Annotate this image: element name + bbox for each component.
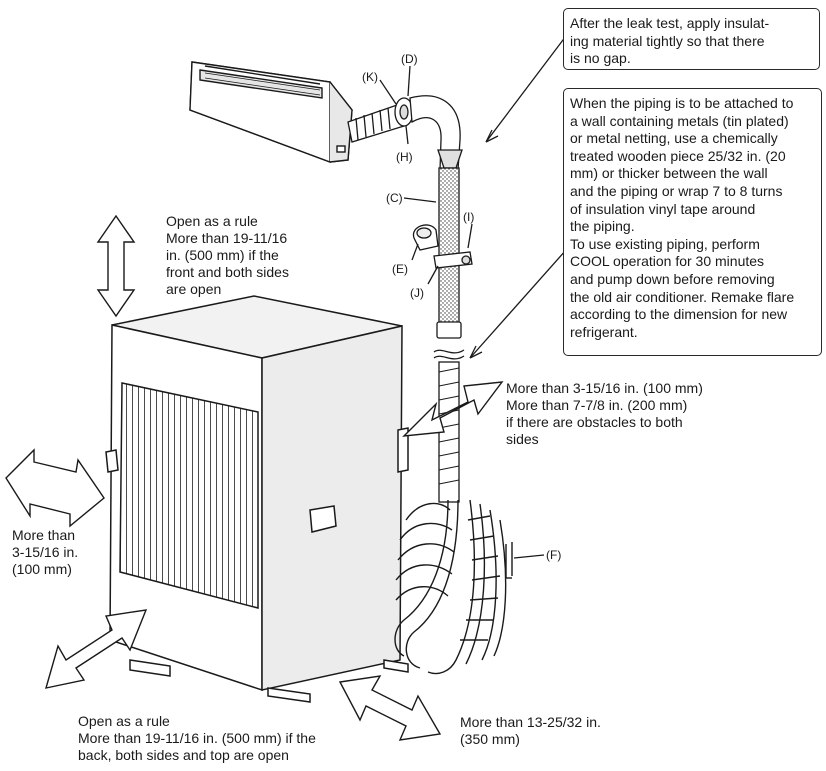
piping-wall-line-2: a wall containing metals (tin plated) xyxy=(570,112,789,129)
piping-wall-line-6: and the piping or wrap 7 to 8 turns xyxy=(570,182,783,199)
piping-wall-line-4: treated wooden piece 25/32 in. (20 xyxy=(570,147,786,164)
right-clearance-note: More than 3-15/16 in. (100 mm) More than… xyxy=(506,380,703,448)
front-clearance-arrow xyxy=(338,675,442,741)
right-clearance-line-4: sides xyxy=(506,431,539,447)
callout-k: (K) xyxy=(362,70,378,84)
leak-test-note: After the leak test, apply insulat- ing … xyxy=(563,8,820,70)
top-clearance-line-3: in. (500 mm) if the xyxy=(166,247,279,263)
top-clearance-note: Open as a rule More than 19-11/16 in. (5… xyxy=(166,213,289,298)
callout-i: (I) xyxy=(463,210,475,224)
top-clearance-line-2: More than 19-11/16 xyxy=(166,230,288,246)
front-clearance-line-2: (350 mm) xyxy=(460,731,520,747)
left-clearance-line-1: More than xyxy=(12,527,76,543)
left-clearance-line-3: (100 mm) xyxy=(12,561,72,577)
leak-test-line-3: is no gap. xyxy=(570,50,631,67)
callout-e: (E) xyxy=(392,262,408,276)
piping-wall-line-8: the piping. xyxy=(570,218,635,235)
pipe-saddle xyxy=(412,224,473,269)
front-clearance-line-1: More than 13-25/32 in. xyxy=(460,714,601,730)
leader-lines xyxy=(379,35,567,559)
clearance-arrows xyxy=(5,214,504,741)
back-clearance-note: Open as a rule More than 19-11/16 in. (5… xyxy=(78,713,316,764)
right-clearance-line-3: if there are obstacles to both xyxy=(506,414,683,430)
right-clearance-arrow xyxy=(402,381,504,437)
left-clearance-note: More than 3-15/16 in. (100 mm) xyxy=(12,527,78,578)
piping-wall-line-13: according to the dimension for new xyxy=(570,306,788,323)
callout-c: (C) xyxy=(386,191,403,205)
leak-test-line-1: After the leak test, apply insulat- xyxy=(570,15,770,31)
callout-f: (F) xyxy=(546,548,562,562)
piping-wall-line-5: mm) or thicker between the wall xyxy=(570,165,768,182)
callout-d: (D) xyxy=(401,52,418,66)
coiled-pipes xyxy=(394,499,513,675)
front-clearance-note: More than 13-25/32 in. (350 mm) xyxy=(460,714,601,748)
top-clearance-line-4: front and both sides xyxy=(166,264,289,280)
piping-wall-line-3: or metal netting, use a chemically xyxy=(570,130,778,147)
outdoor-unit xyxy=(105,295,409,703)
top-clearance-line-5: are open xyxy=(166,281,222,297)
vertical-piping xyxy=(433,167,465,503)
right-clearance-line-2: More than 7-7/8 in. (200 mm) xyxy=(506,397,688,413)
piping-wall-line-7: of insulation vinyl tape around xyxy=(570,200,756,217)
wall-piping-connection xyxy=(347,95,463,171)
back-clearance-line-2: More than 19-11/16 in. (500 mm) if the xyxy=(78,730,316,746)
callout-h: (H) xyxy=(396,150,413,164)
indoor-unit xyxy=(189,61,353,164)
piping-wall-line-14: refrigerant. xyxy=(570,323,638,340)
left-clearance-arrow xyxy=(5,448,105,528)
piping-wall-line-11: and pump down before removing xyxy=(570,270,775,287)
piping-wall-line-9: To use existing piping, perform xyxy=(570,235,760,252)
callout-j: (J) xyxy=(410,286,424,300)
piping-wall-line-10: COOL operation for 30 minutes xyxy=(570,253,765,270)
top-clearance-line-1: Open as a rule xyxy=(166,213,258,229)
back-clearance-line-1: Open as a rule xyxy=(78,713,170,729)
right-clearance-line-1: More than 3-15/16 in. (100 mm) xyxy=(506,380,703,396)
back-clearance-line-3: back, both sides and top are open xyxy=(78,747,289,763)
piping-wall-note: When the piping is to be attached to a w… xyxy=(563,88,822,356)
back-clearance-arrow xyxy=(45,609,148,689)
left-clearance-line-2: 3-15/16 in. xyxy=(12,544,79,560)
piping-wall-line-12: the old air conditioner. Remake flare xyxy=(570,288,795,305)
top-clearance-arrow xyxy=(96,214,136,318)
leak-test-line-2: ing material tightly so that there xyxy=(570,32,765,49)
piping-wall-line-1: When the piping is to be attached to xyxy=(570,95,794,111)
